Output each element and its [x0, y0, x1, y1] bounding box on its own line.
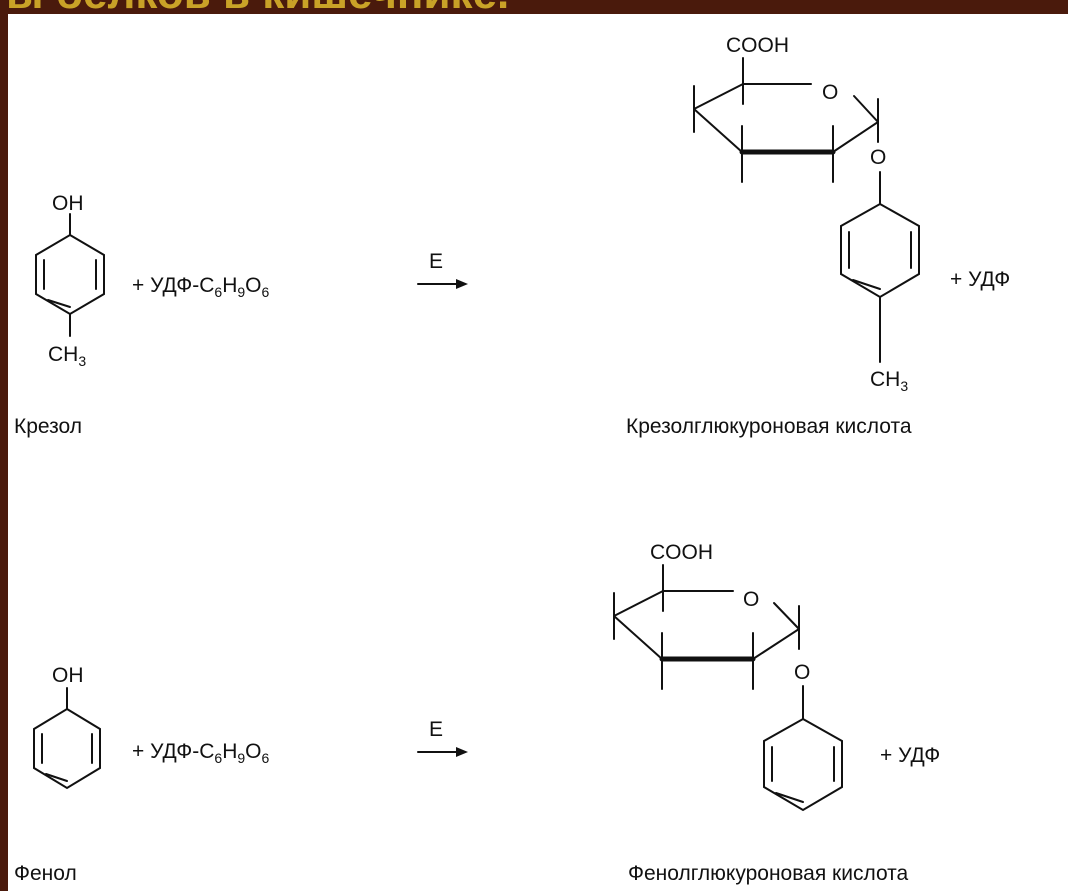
byproduct-udp-2: + УДФ: [880, 744, 940, 767]
reagent-1: + УДФ-С6H9O6: [132, 274, 270, 300]
reaction-arrow-1: [417, 279, 468, 289]
phenol-benzene-ring: [33, 687, 101, 790]
reaction-arrow-2: [417, 747, 468, 757]
enzyme-label-1: E: [429, 250, 443, 273]
product-benzene-ring-1: [840, 202, 920, 363]
byproduct-udp-1: + УДФ: [950, 268, 1010, 291]
enzyme-label-2: E: [429, 718, 443, 741]
cooh-label-2: COOH: [650, 541, 713, 564]
link-oxygen-2: O: [794, 661, 810, 684]
cooh-label-1: COOH: [726, 34, 789, 57]
glucuronide-ring-2: [613, 564, 800, 690]
glucuronide-ring-1: [693, 57, 879, 183]
product-ch3-label: CH3: [870, 368, 908, 394]
link-oxygen-1: O: [870, 146, 886, 169]
cresol-name: Крезол: [14, 415, 82, 438]
phenol-oh-label: OH: [52, 664, 84, 687]
ring-oxygen-1: O: [822, 81, 838, 104]
reaction-diagram-panel: OH CH3 Крезол + УДФ-С6H9O6 E: [8, 14, 1068, 891]
product-benzene-ring-2: [763, 717, 843, 812]
cresol-ch3-label: CH3: [48, 343, 86, 369]
cresol-benzene-ring: [35, 213, 105, 337]
reaction-phenol: OH Фенол + УДФ-С6H9O6 E COOH O: [14, 541, 940, 885]
ring-oxygen-2: O: [743, 588, 759, 611]
slide-title: ы белков в кишечнике.: [0, 0, 1068, 18]
cresol-oh-label: OH: [52, 192, 84, 215]
phenol-glucuronide-name: Фенолглюкуроновая кислота: [628, 862, 909, 885]
reaction-cresol: OH CH3 Крезол + УДФ-С6H9O6 E: [14, 34, 1010, 438]
reaction-scheme: OH CH3 Крезол + УДФ-С6H9O6 E: [14, 34, 1010, 885]
cresol-glucuronide-name: Крезолглюкуроновая кислота: [626, 415, 912, 438]
phenol-name: Фенол: [14, 862, 77, 885]
reagent-2: + УДФ-С6H9O6: [132, 740, 270, 766]
